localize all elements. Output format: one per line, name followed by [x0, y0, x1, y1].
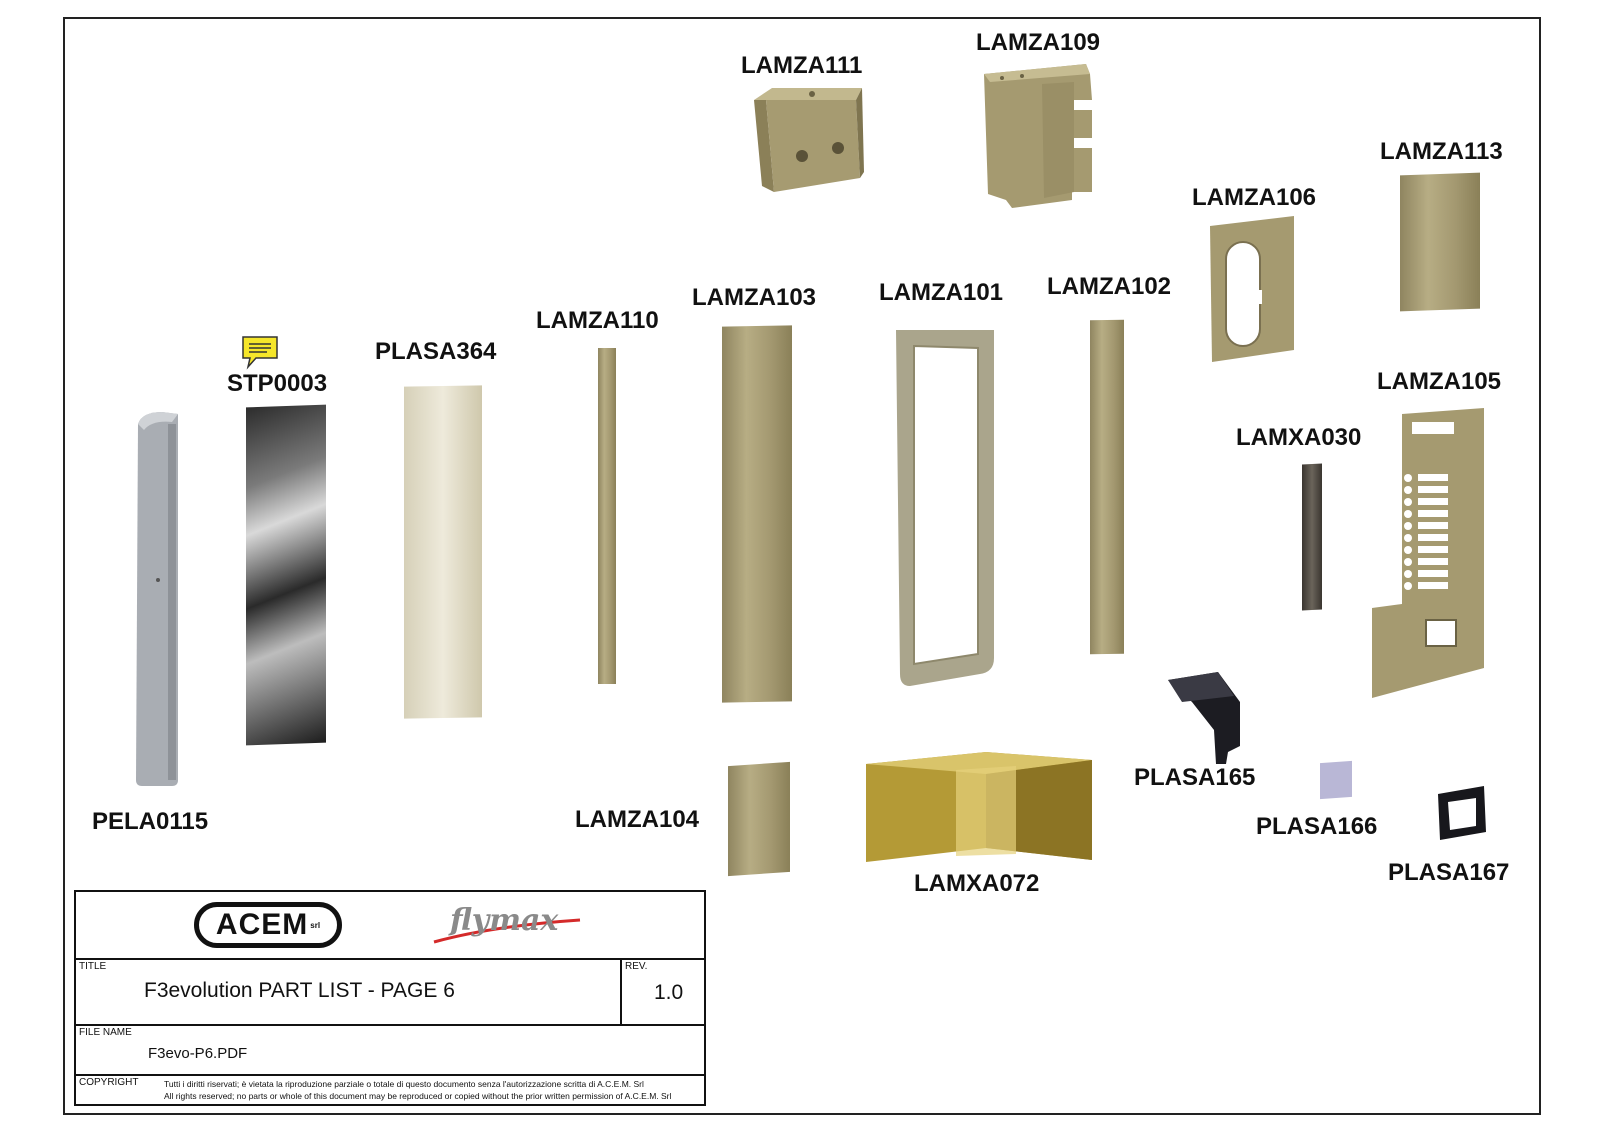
part-image-stp0003 — [246, 404, 326, 746]
drawing-frame — [63, 17, 1541, 1115]
part-label-lamza109: LAMZA109 — [976, 29, 1101, 56]
part-image-lamza111 — [754, 88, 864, 192]
part-image-lamxa030 — [1302, 463, 1322, 611]
part-label-lamza105: LAMZA105 — [1377, 368, 1502, 395]
part-image-lamza101 — [896, 330, 994, 686]
part-label-lamxa030: LAMXA030 — [1236, 424, 1362, 451]
title-block: ACEM srl flymax TITLE F3evolution PART L… — [74, 890, 706, 1106]
part-image-plasa166 — [1320, 760, 1352, 800]
part-label-plasa166: PLASA166 — [1256, 813, 1378, 840]
part-image-plasa364 — [404, 385, 482, 719]
comment-note-icon[interactable] — [240, 334, 280, 370]
part-image-lamxa072 — [866, 752, 1092, 862]
flymax-logo: flymax — [432, 902, 582, 952]
part-image-lamza113 — [1400, 172, 1480, 312]
part-label-plasa364: PLASA364 — [375, 338, 497, 365]
part-label-lamza111: LAMZA111 — [741, 52, 863, 79]
part-label-plasa167: PLASA167 — [1388, 859, 1510, 886]
part-image-lamza102 — [1090, 319, 1124, 655]
part-label-lamza101: LAMZA101 — [879, 279, 1004, 306]
acem-logo-suffix: srl — [310, 920, 321, 930]
part-image-plasa167 — [1438, 786, 1486, 840]
part-label-plasa165: PLASA165 — [1134, 764, 1256, 791]
acem-logo: ACEM srl — [194, 902, 342, 948]
part-image-pela0115 — [136, 412, 178, 786]
document-title: F3evolution PART LIST - PAGE 6 — [144, 979, 455, 1002]
part-label-lamza106: LAMZA106 — [1192, 184, 1317, 211]
part-image-lamza104 — [728, 761, 790, 877]
part-image-lamza110 — [598, 348, 616, 684]
part-image-lamza105 — [1372, 408, 1484, 698]
part-label-lamza103: LAMZA103 — [692, 284, 817, 311]
part-image-lamza103 — [722, 325, 792, 703]
flymax-logo-text: flymax — [450, 903, 559, 938]
copyright-text-en: All rights reserved; no parts or whole o… — [164, 1091, 672, 1101]
revision-value: 1.0 — [654, 981, 684, 1004]
acem-logo-text: ACEM — [215, 908, 309, 941]
part-label-stp0003: STP0003 — [227, 370, 328, 397]
part-label-lamza104: LAMZA104 — [575, 806, 700, 833]
part-image-lamza106 — [1210, 216, 1294, 362]
file-name-value: F3evo-P6.PDF — [148, 1045, 248, 1062]
copyright-caption: COPYRIGHT — [79, 1077, 139, 1088]
copyright-text-it: Tutti i diritti riservati; è vietata la … — [164, 1079, 644, 1089]
file-name-caption: FILE NAME — [79, 1027, 132, 1038]
title-caption: TITLE — [79, 961, 107, 972]
flymax-swoosh-icon — [433, 918, 581, 944]
part-image-lamza109 — [984, 64, 1092, 208]
part-label-lamza102: LAMZA102 — [1047, 273, 1172, 300]
part-label-lamxa072: LAMXA072 — [914, 870, 1040, 897]
rev-caption: REV. — [625, 961, 648, 972]
part-label-lamza113: LAMZA113 — [1380, 138, 1503, 165]
part-label-pela0115: PELA0115 — [92, 808, 209, 835]
part-label-lamza110: LAMZA110 — [536, 307, 659, 334]
part-image-plasa165 — [1168, 672, 1240, 764]
